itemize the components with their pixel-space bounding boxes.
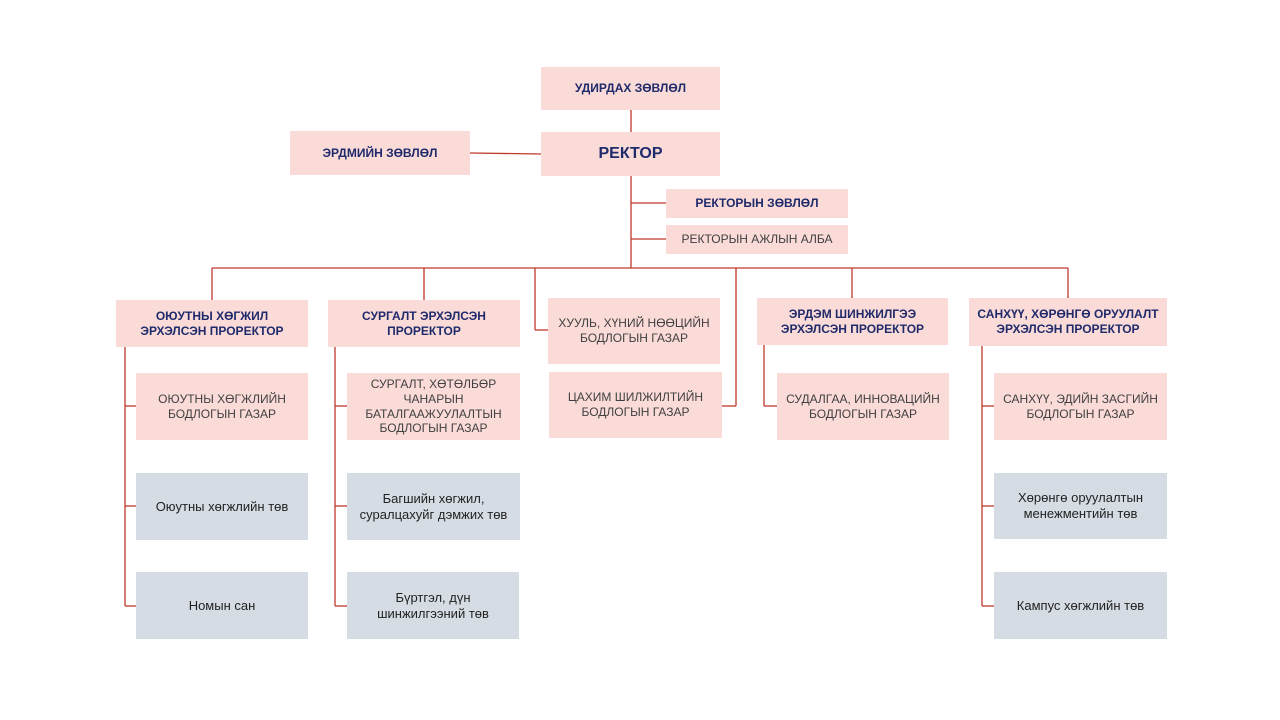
research-prorector-box: ЭРДЭМ ШИНЖИЛГЭЭ ЭРХЭЛСЭН ПРОРЕКТОР bbox=[757, 298, 948, 345]
student-policy-dept-box: ОЮУТНЫ ХӨГЖЛИЙН БОДЛОГЫН ГАЗАР bbox=[136, 373, 308, 440]
investment-mgmt-center-box: Хөрөнгө оруулалтын менежментийн төв bbox=[994, 473, 1167, 539]
rector-council-box: РЕКТОРЫН ЗӨВЛӨЛ bbox=[666, 189, 848, 218]
teacher-dev-center-box: Багшийн хөгжил, суралцахуйг дэмжих төв bbox=[347, 473, 520, 540]
board-box: УДИРДАХ ЗӨВЛӨЛ bbox=[541, 67, 720, 110]
finance-prorector-box: САНХҮҮ, ХӨРӨНГӨ ОРУУЛАЛТ ЭРХЭЛСЭН ПРОРЕК… bbox=[969, 298, 1167, 346]
registration-center-box: Бүртгэл, дүн шинжилгээний төв bbox=[347, 572, 519, 639]
curriculum-quality-dept-box: СУРГАЛТ, ХӨТӨЛБӨР ЧАНАРЫН БАТАЛГААЖУУЛАЛ… bbox=[347, 373, 520, 440]
research-innovation-dept-box: СУДАЛГАА, ИННОВАЦИЙН БОДЛОГЫН ГАЗАР bbox=[777, 373, 949, 440]
teaching-prorector-box: СУРГАЛТ ЭРХЭЛСЭН ПРОРЕКТОР bbox=[328, 300, 520, 347]
student-prorector-box: ОЮУТНЫ ХӨГЖИЛ ЭРХЭЛСЭН ПРОРЕКТОР bbox=[116, 300, 308, 347]
finance-economics-dept-box: САНХҮҮ, ЭДИЙН ЗАСГИЙН БОДЛОГЫН ГАЗАР bbox=[994, 373, 1167, 440]
student-dev-center-box: Оюутны хөгжлийн төв bbox=[136, 473, 308, 540]
campus-dev-center-box: Кампус хөгжлийн төв bbox=[994, 572, 1167, 639]
academic-council-box: ЭРДМИЙН ЗӨВЛӨЛ bbox=[290, 131, 470, 175]
rector-office-box: РЕКТОРЫН АЖЛЫН АЛБА bbox=[666, 225, 848, 254]
law-hr-dept-box: ХУУЛЬ, ХҮНИЙ НӨӨЦИЙН БОДЛОГЫН ГАЗАР bbox=[548, 298, 720, 364]
rector-box: РЕКТОР bbox=[541, 132, 720, 176]
library-box: Номын сан bbox=[136, 572, 308, 639]
digital-transition-dept-box: ЦАХИМ ШИЛЖИЛТИЙН БОДЛОГЫН ГАЗАР bbox=[549, 372, 722, 438]
